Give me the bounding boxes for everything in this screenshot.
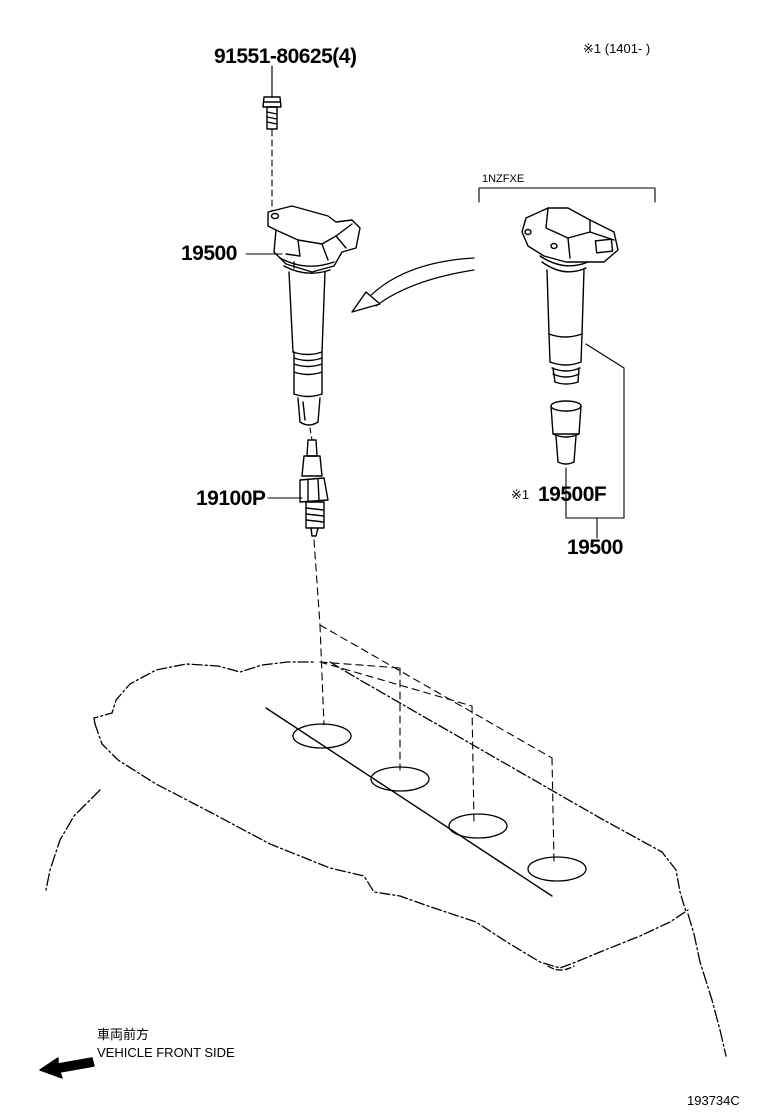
front-direction-arrow-icon xyxy=(39,1057,95,1079)
part-number-spark-plug[interactable]: 19100P xyxy=(196,487,266,510)
direction-label-jp: 車両前方 xyxy=(97,1027,150,1042)
variant-bracket xyxy=(478,187,656,203)
spark-plug-part[interactable] xyxy=(299,439,329,537)
ignition-coil-alt[interactable] xyxy=(521,207,619,385)
leader-coil-alt xyxy=(565,343,625,519)
cylinder-hole-1 xyxy=(292,723,352,749)
part-number-bolt[interactable]: 91551-80625(4) xyxy=(214,45,357,68)
part-number-boot[interactable]: 19500F xyxy=(538,483,607,506)
engine-head-cover xyxy=(45,661,727,1057)
part-number-coil-alt[interactable]: 19500 xyxy=(567,536,623,559)
variant-arrow xyxy=(351,257,475,313)
cylinder-hole-4 xyxy=(527,856,587,882)
coil-plug-dashed-guide xyxy=(309,427,313,441)
ignition-coil-main[interactable] xyxy=(267,205,361,426)
drawing-number: 193734C xyxy=(687,1093,740,1108)
cylinder-hole-3 xyxy=(448,813,508,839)
part-number-coil-main[interactable]: 19500 xyxy=(181,242,237,265)
cylinder-hole-2 xyxy=(370,766,430,792)
variant-label: 1NZFXE xyxy=(482,173,525,185)
direction-label-en: VEHICLE FRONT SIDE xyxy=(97,1045,235,1060)
revision-note: ※1 (1401- ) xyxy=(583,41,651,56)
coil-boot-part[interactable] xyxy=(550,400,582,465)
boot-note-mark: ※1 xyxy=(511,487,530,502)
cylinder-dashed-guides xyxy=(313,539,555,863)
